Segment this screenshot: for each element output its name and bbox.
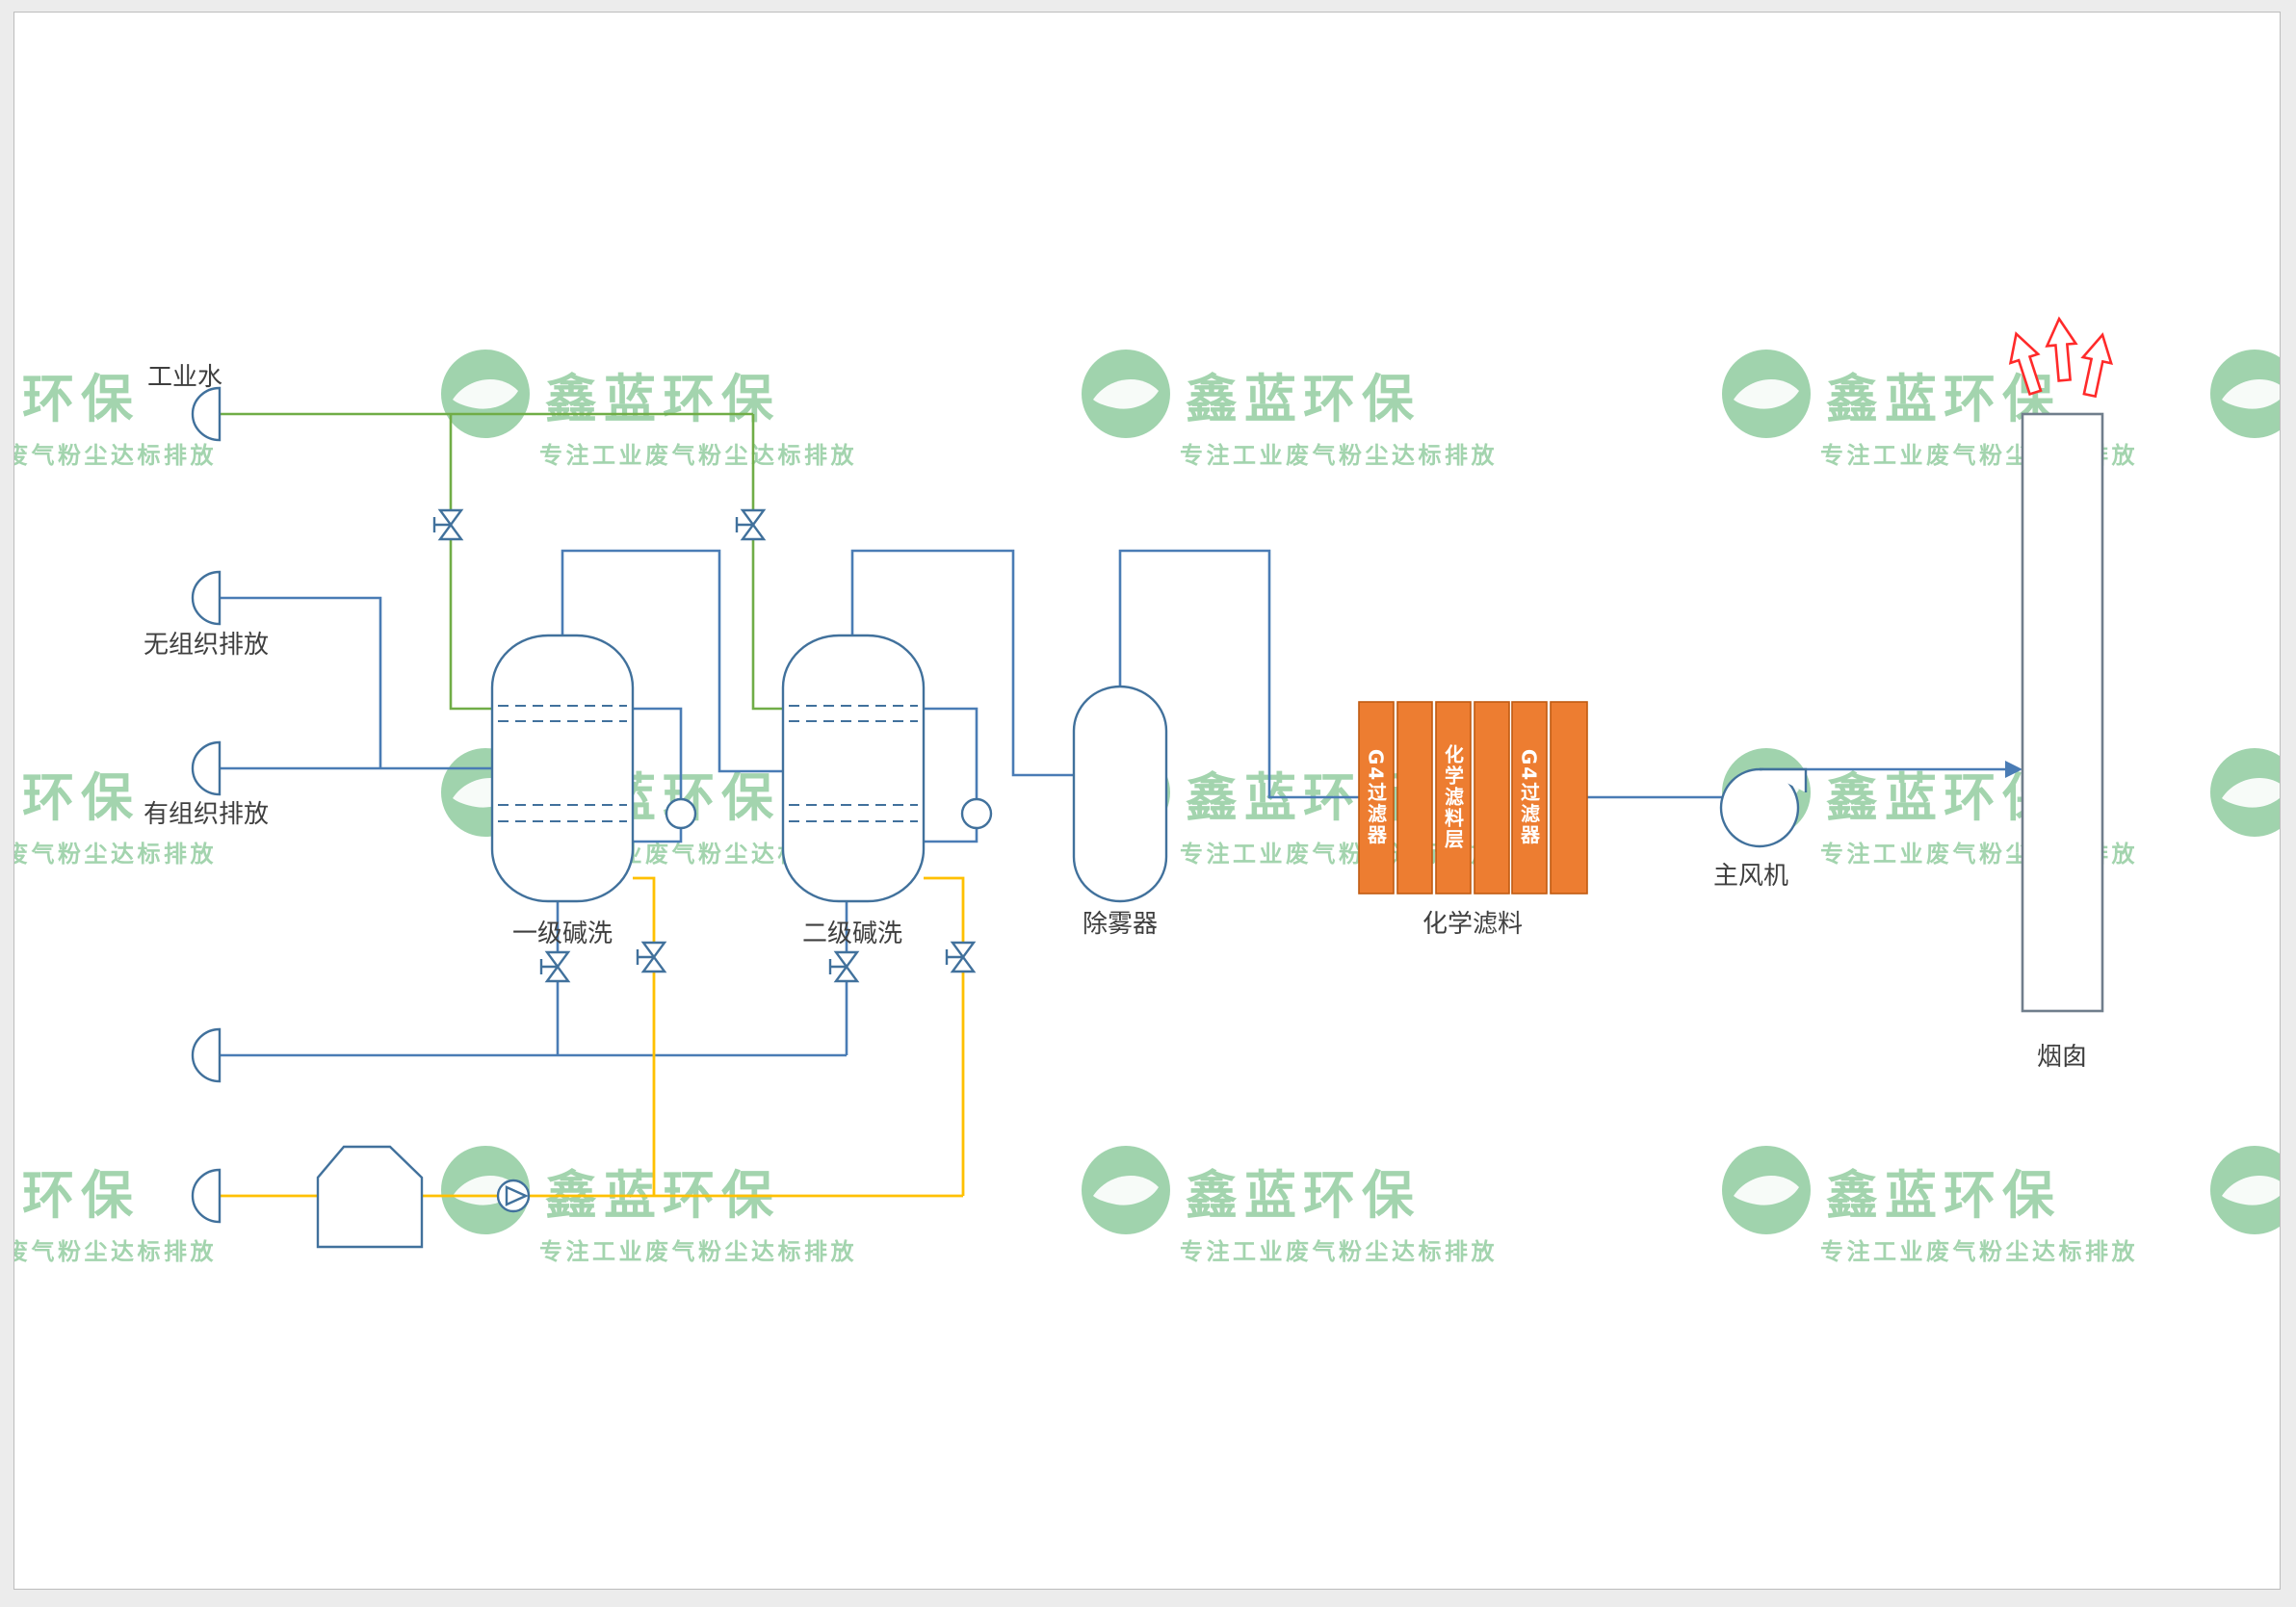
organized-emission-label: 有组织排放	[144, 800, 270, 829]
pipe-primary-to-secondary	[561, 549, 783, 773]
demister-label: 除雾器	[1082, 910, 1159, 939]
page: 鑫蓝环保专注工业废气粉尘达标排放鑫蓝环保专注工业废气粉尘达标排放鑫蓝环保专注工业…	[13, 12, 2281, 1590]
stack-label: 烟囱	[2036, 1043, 2088, 1072]
alkali-pipes	[220, 876, 965, 1198]
chemical-filter-box	[1358, 701, 1588, 894]
pipe-secondary-to-demister	[850, 549, 1074, 777]
alkali-tank	[316, 1145, 424, 1249]
filter-stage-middle-label: 化学滤料层	[1441, 744, 1465, 850]
process-flow-diagram	[191, 316, 2119, 1249]
pipe-primary-recirculation	[633, 707, 683, 843]
secondary-scrubber-vessel	[781, 634, 926, 903]
label-layer: 工业水 无组织排放 有组织排放 一级碱洗 二级碱洗 除雾器 化学滤料 主风机 烟…	[14, 13, 2280, 1589]
main-fan-icon	[1719, 767, 1808, 848]
primary-scrubber-label: 一级碱洗	[511, 920, 613, 948]
pipe-alkali-to-primary	[633, 876, 656, 1196]
flow-arrowhead	[2005, 761, 2022, 778]
industrial-water-label: 工业水	[147, 363, 223, 392]
primary-recirculation-pump-icon	[665, 797, 697, 830]
secondary-scrubber-label: 二级碱洗	[801, 920, 903, 948]
pipe-alkali-to-secondary	[924, 876, 965, 1196]
secondary-recirculation-pump-icon	[960, 797, 993, 830]
pipe-unorganized-emission	[220, 596, 382, 768]
unorganized-emission-label: 无组织排放	[144, 631, 270, 660]
primary-scrubber-vessel	[490, 634, 635, 903]
alkali-pump-icon	[496, 1179, 531, 1213]
filter-stage-left-label: G4过滤器	[1364, 748, 1388, 846]
main-fan-label: 主风机	[1712, 862, 1789, 891]
demister-vessel	[1072, 685, 1168, 903]
stack-body	[2021, 412, 2104, 1013]
pipe-demister-to-filter	[1118, 549, 1359, 799]
filter-stage-right-label: G4过滤器	[1517, 748, 1541, 846]
pipe-secondary-recirculation	[924, 707, 978, 843]
chemical-filter-label: 化学滤料	[1422, 910, 1524, 939]
